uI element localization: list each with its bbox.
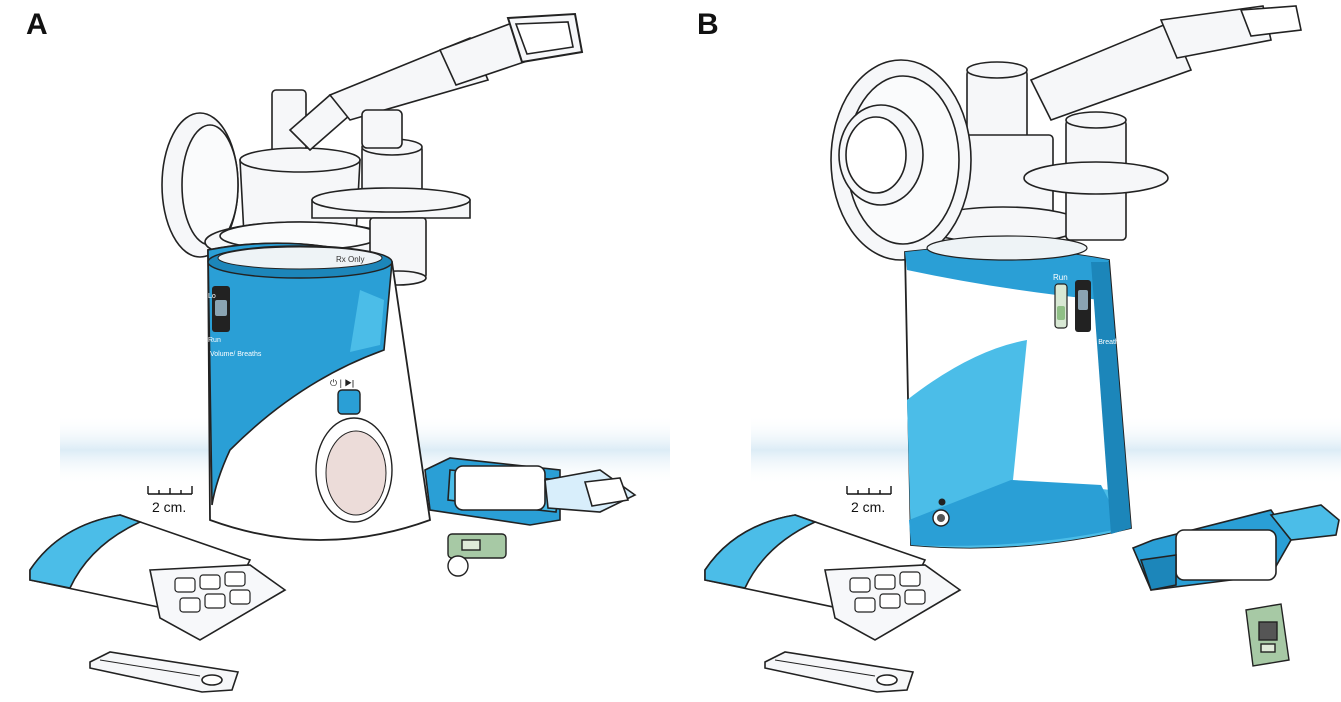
scale-bar-b — [846, 486, 892, 495]
run-label-b: Run — [1053, 273, 1068, 282]
clear-tray-a — [89, 651, 240, 693]
nebulizer-illustration-b: Run Program Volume/ Breaths 2 cm. — [704, 5, 1341, 693]
program-label-b: Program — [1047, 331, 1078, 340]
clear-top-assembly-a — [161, 12, 584, 286]
rx-only-label-a: Rx Only — [336, 255, 364, 264]
blue-cartridge-a — [424, 457, 637, 526]
panel-label-a: A — [26, 8, 48, 41]
green-component-a — [447, 533, 507, 577]
clear-tray-b — [764, 651, 915, 693]
switch-label-top-a: Lo — [208, 293, 216, 300]
medication-pouch-a — [29, 514, 287, 641]
panel-label-b: B — [697, 8, 719, 41]
green-component-b — [1245, 603, 1290, 667]
power-play-glyph-a: ⏻ | ▶∥ — [330, 378, 355, 388]
scale-bar-label-b: 2 cm. — [851, 499, 885, 515]
scale-bar-label-a: 2 cm. — [152, 499, 186, 515]
medication-pouch-b — [704, 514, 962, 641]
device-body-a — [207, 242, 431, 541]
panel-a: A — [0, 0, 670, 702]
panel-b: B — [671, 0, 1341, 702]
volume-label-a: Volume/ Breaths — [210, 351, 262, 358]
device-body-b — [904, 235, 1132, 549]
scale-bar-a — [147, 486, 193, 495]
blue-cartridge-b — [1131, 504, 1340, 591]
nebulizer-illustration-a: Rx Only Lo Run Volume/ Breaths ⏻ | ▶∥ 2 … — [29, 12, 670, 693]
volume-label-b: Volume/ Breaths — [1071, 339, 1123, 346]
switch-label-bottom-a: Run — [208, 337, 221, 344]
clear-top-assembly-b — [830, 5, 1302, 261]
